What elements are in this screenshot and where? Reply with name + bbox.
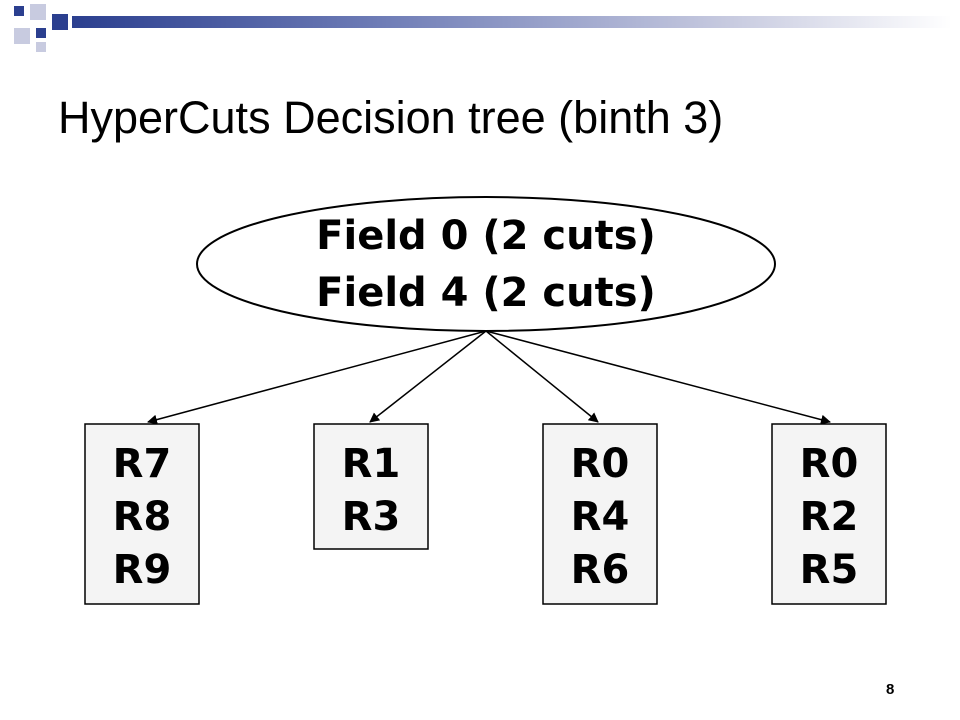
edge-to-leaf-3 bbox=[485, 330, 599, 423]
leaf-node-4: R0 R2 R5 bbox=[771, 423, 887, 605]
leaf-node-4-rule-3: R5 bbox=[800, 547, 859, 593]
leaf-node-2: R1 R3 bbox=[313, 423, 429, 550]
leaf-node-3: R0 R4 R6 bbox=[542, 423, 658, 605]
decor-square-light-2 bbox=[14, 28, 30, 44]
leaf-node-3-rule-3: R6 bbox=[571, 547, 630, 593]
root-node-label-1: Field 0 (2 cuts) bbox=[316, 213, 656, 259]
edge-to-leaf-4 bbox=[485, 330, 831, 425]
decor-square-light-1 bbox=[30, 4, 46, 20]
decor-square-dark-2 bbox=[36, 28, 46, 38]
leaf-node-3-rule-1: R0 bbox=[571, 441, 630, 487]
tree-edges bbox=[147, 330, 831, 425]
leaf-node-2-box bbox=[313, 423, 429, 550]
leaf-node-1-box bbox=[84, 423, 200, 605]
decor-square-dark-1 bbox=[14, 6, 24, 16]
leaf-node-4-rule-1: R0 bbox=[800, 441, 859, 487]
edge-to-leaf-2 bbox=[369, 330, 487, 423]
leaf-node-3-rule-2: R4 bbox=[571, 494, 630, 540]
header-bar bbox=[72, 16, 952, 28]
leaf-node-3-box bbox=[542, 423, 658, 605]
leaf-node-1-rule-2: R8 bbox=[113, 494, 172, 540]
edge-to-leaf-1 bbox=[147, 330, 487, 425]
leaf-node-4-rule-2: R2 bbox=[800, 494, 859, 540]
leaf-node-2-rule-2: R3 bbox=[342, 494, 401, 540]
slide-title: HyperCuts Decision tree (binth 3) bbox=[58, 92, 724, 143]
leaf-node-1-rule-1: R7 bbox=[113, 441, 172, 487]
root-node: Field 0 (2 cuts) Field 4 (2 cuts) bbox=[196, 196, 776, 332]
leaf-node-4-box bbox=[771, 423, 887, 605]
page-number: 8 bbox=[886, 681, 895, 698]
root-node-label-2: Field 4 (2 cuts) bbox=[316, 270, 656, 316]
leaf-node-1: R7 R8 R9 bbox=[84, 423, 200, 605]
decor-square-dark-3 bbox=[52, 14, 68, 30]
leaf-node-2-rule-1: R1 bbox=[342, 441, 401, 487]
decor-square-light-3 bbox=[36, 42, 46, 52]
leaf-node-1-rule-3: R9 bbox=[113, 547, 172, 593]
